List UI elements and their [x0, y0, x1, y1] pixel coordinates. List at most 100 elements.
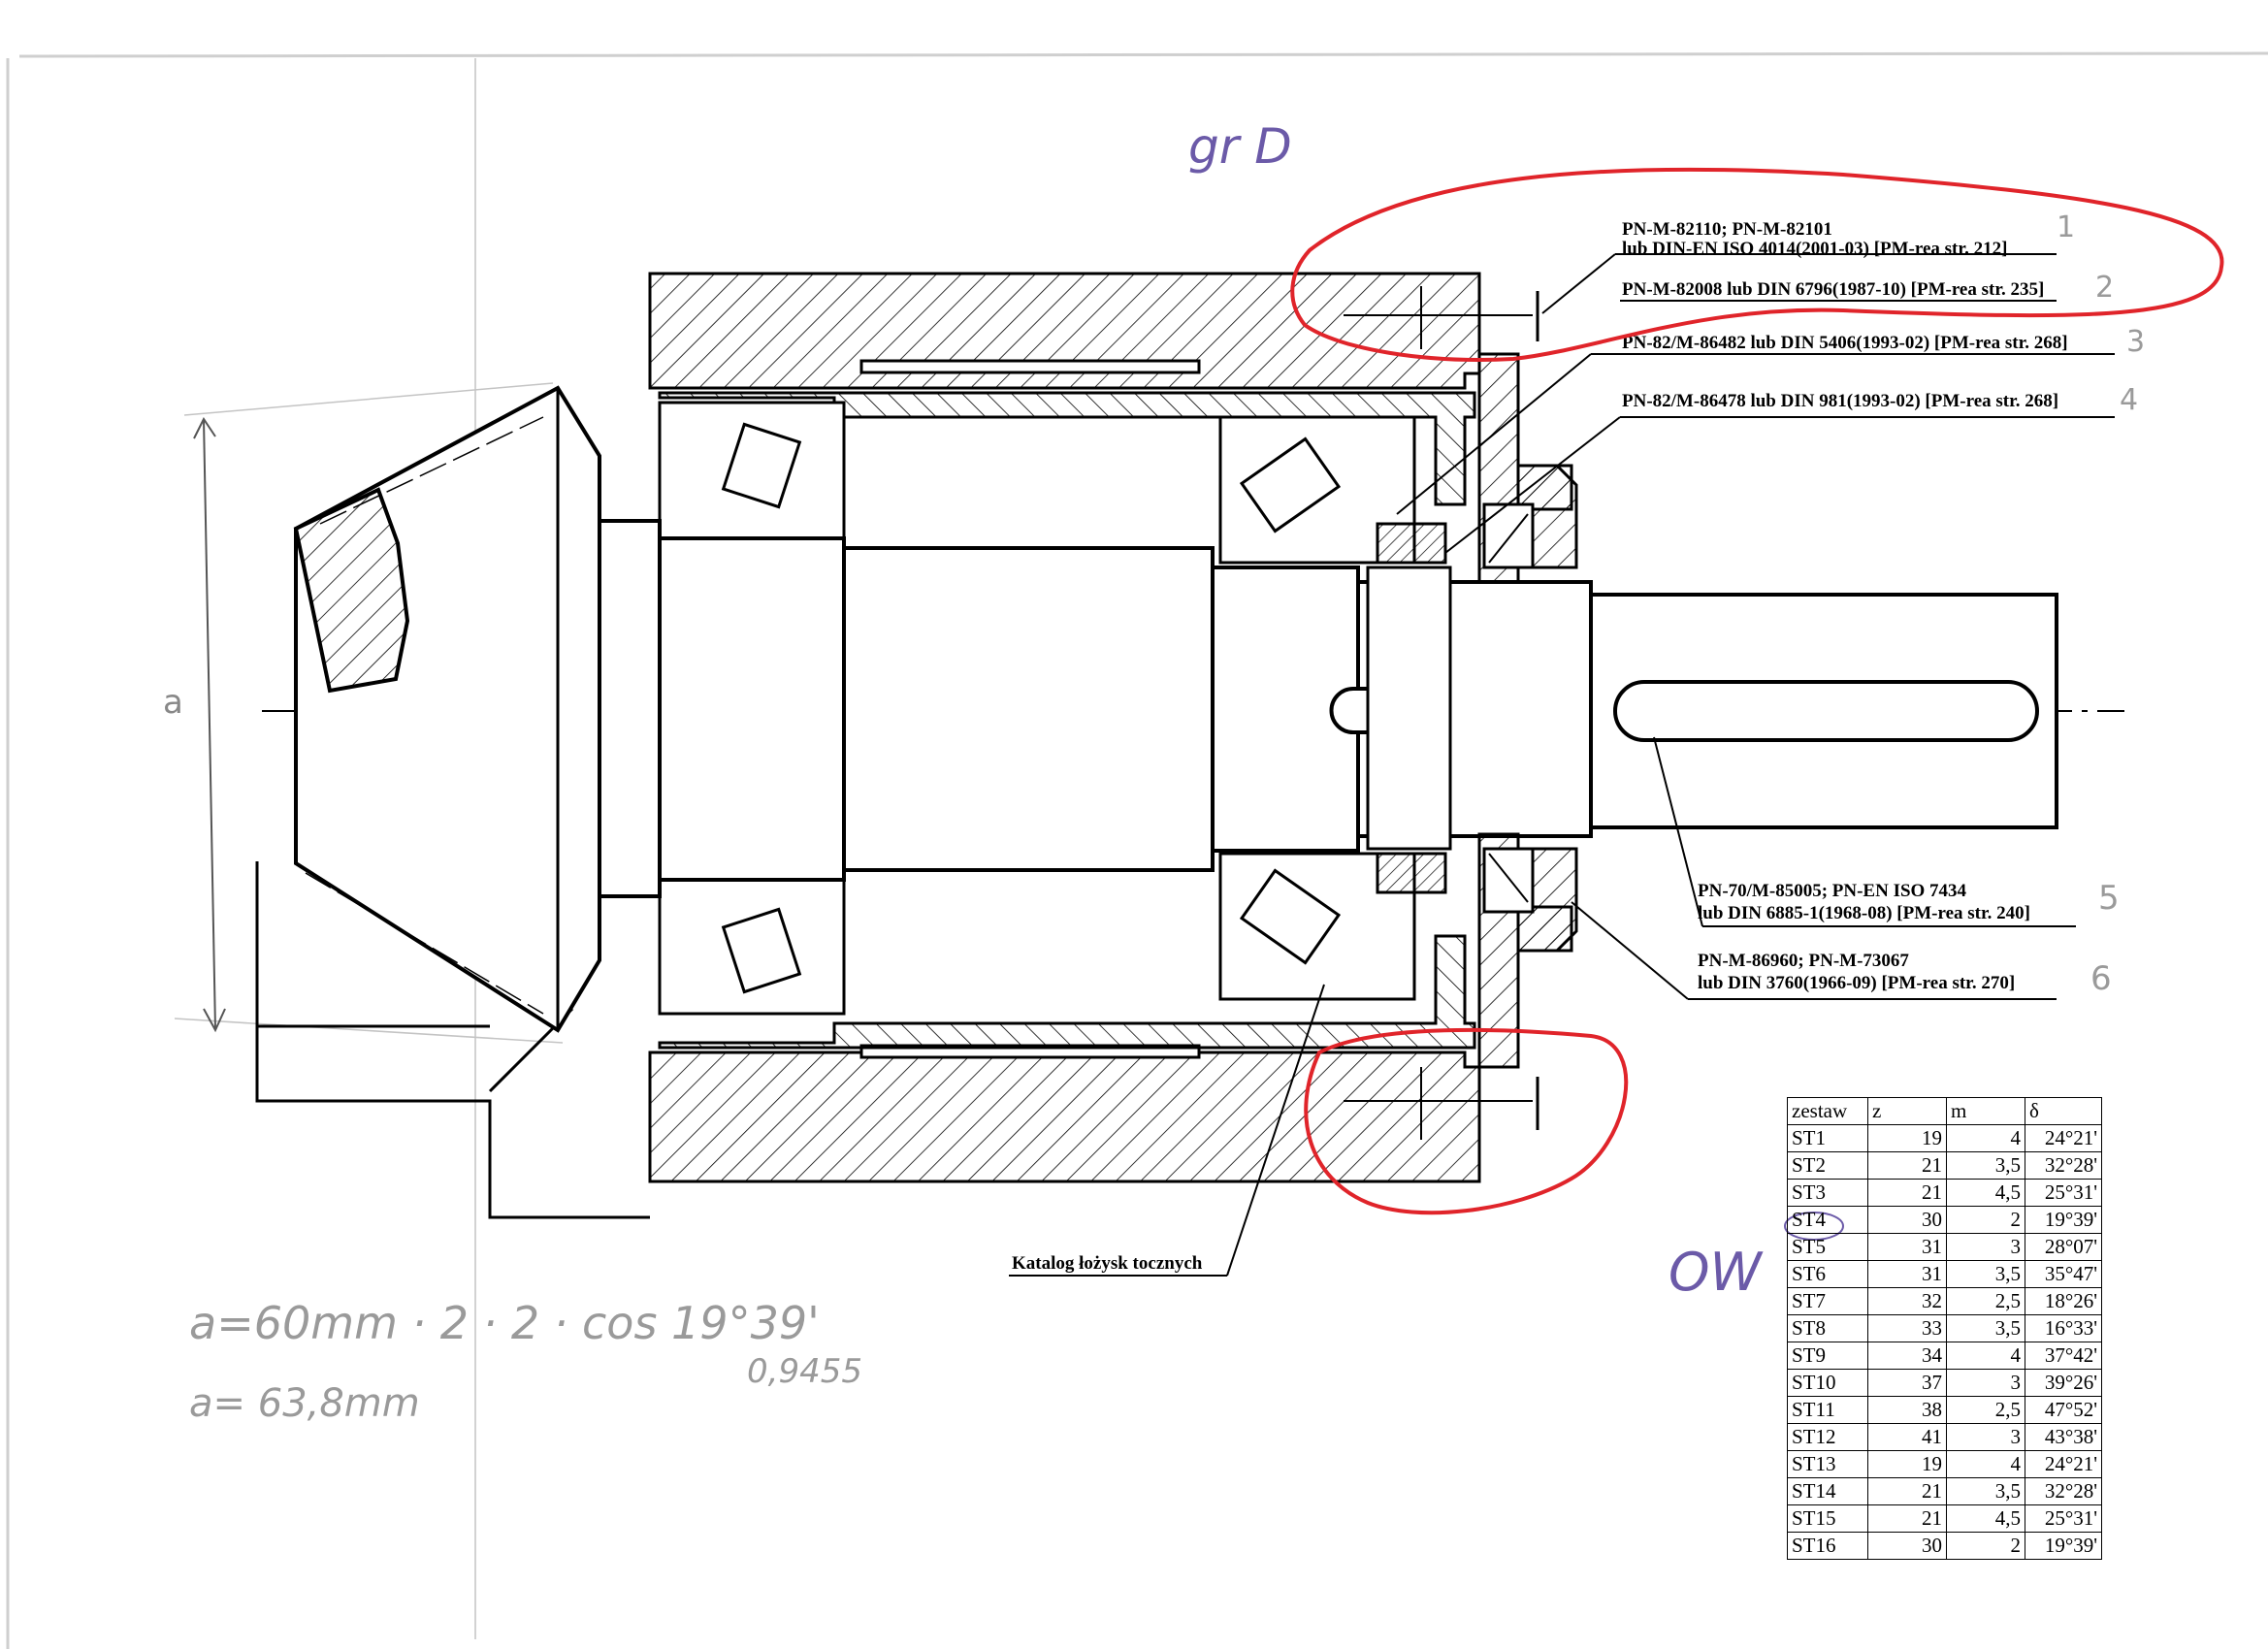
cell-z: 19 [1867, 1124, 1947, 1152]
header-zestaw: zestaw [1787, 1097, 1868, 1125]
callout-2: PN-M-82008 lub DIN 6796(1987-10) [PM-rea… [1622, 279, 2044, 300]
cell-zestaw: ST15 [1787, 1504, 1868, 1533]
cell-zestaw: ST7 [1787, 1287, 1868, 1315]
callout-1: PN-M-82110; PN-M-82101 lub DIN-EN ISO 40… [1622, 219, 2007, 259]
cell-delta: 35°47' [2025, 1260, 2102, 1288]
cell-m: 3 [1946, 1233, 2025, 1261]
cell-zestaw: ST10 [1787, 1369, 1868, 1397]
table-header-row: zestaw z m δ [1787, 1097, 2102, 1125]
cell-zestaw: ST8 [1787, 1314, 1868, 1342]
cell-zestaw: ST2 [1787, 1151, 1868, 1180]
cell-delta: 32°28' [2025, 1151, 2102, 1180]
bearing-left [658, 401, 846, 1016]
callout-5-line-2: lub DIN 6885-1(1968-08) [PM-rea str. 240… [1698, 903, 2030, 923]
cell-z: 21 [1867, 1477, 1947, 1505]
cell-zestaw: ST1 [1787, 1124, 1868, 1152]
cell-m: 3 [1946, 1423, 2025, 1451]
cell-m: 4,5 [1946, 1179, 2025, 1207]
scan-edges [6, 51, 2268, 1649]
calc-line-1: a=60mm · 2 · 2 · cos 19°39' [189, 1297, 820, 1349]
cell-delta: 39°26' [2025, 1369, 2102, 1397]
callout-3: PN-82/M-86482 lub DIN 5406(1993-02) [PM-… [1622, 333, 2068, 353]
header-delta: δ [2025, 1097, 2102, 1125]
cell-zestaw: ST6 [1787, 1260, 1868, 1288]
cell-zestaw: ST11 [1787, 1396, 1868, 1424]
cell-delta: 28°07' [2025, 1233, 2102, 1261]
callout-1-line-2: lub DIN-EN ISO 4014(2001-03) [PM-rea str… [1622, 239, 2007, 259]
calc-line-2: a= 63,8mm [189, 1381, 420, 1426]
cell-z: 38 [1867, 1396, 1947, 1424]
cell-delta: 16°33' [2025, 1314, 2102, 1342]
lock-nut [1366, 522, 1452, 894]
cell-z: 21 [1867, 1179, 1947, 1207]
cell-delta: 32°28' [2025, 1477, 2102, 1505]
cell-delta: 25°31' [2025, 1179, 2102, 1207]
cell-zestaw: ST3 [1787, 1179, 1868, 1207]
cell-delta: 25°31' [2025, 1504, 2102, 1533]
dimension-a [193, 417, 226, 1033]
hand-number-4: 4 [2120, 383, 2138, 417]
end-cover [1477, 352, 1578, 1069]
cell-z: 30 [1867, 1206, 1947, 1234]
cos-value: 0,9455 [747, 1352, 862, 1391]
hand-number-6: 6 [2090, 959, 2112, 998]
cell-m: 4 [1946, 1124, 2025, 1152]
cell-delta: 19°39' [2025, 1206, 2102, 1234]
cell-m: 2,5 [1946, 1396, 2025, 1424]
callout-1-line-1: PN-M-82110; PN-M-82101 [1622, 219, 1832, 240]
header-z: z [1867, 1097, 1947, 1125]
cell-zestaw: ST5 [1787, 1233, 1868, 1261]
cell-zestaw: ST4 [1787, 1206, 1868, 1234]
leader-lines [1009, 253, 2115, 1277]
cell-m: 4 [1946, 1342, 2025, 1370]
hand-number-1: 1 [2057, 210, 2075, 244]
bearing-catalog-label: Katalog łożysk tocznych [1012, 1253, 1203, 1274]
group-label: gr D [1188, 118, 1292, 175]
callout-6: PN-M-86960; PN-M-73067 lub DIN 3760(1966… [1698, 951, 2015, 993]
cell-delta: 19°39' [2025, 1532, 2102, 1560]
cell-zestaw: ST12 [1787, 1423, 1868, 1451]
dimension-a-label: a [163, 683, 183, 722]
cell-m: 3 [1946, 1369, 2025, 1397]
cell-delta: 24°21' [2025, 1124, 2102, 1152]
cell-z: 32 [1867, 1287, 1947, 1315]
signature: OW [1669, 1242, 1765, 1303]
cell-z: 31 [1867, 1233, 1947, 1261]
cell-m: 4,5 [1946, 1504, 2025, 1533]
cell-delta: 24°21' [2025, 1450, 2102, 1478]
cell-m: 2 [1946, 1206, 2025, 1234]
cell-m: 4 [1946, 1450, 2025, 1478]
cell-z: 37 [1867, 1369, 1947, 1397]
cell-zestaw: ST9 [1787, 1342, 1868, 1370]
cell-zestaw: ST16 [1787, 1532, 1868, 1560]
cell-z: 21 [1867, 1504, 1947, 1533]
hand-number-2: 2 [2095, 271, 2114, 305]
cell-m: 3,5 [1946, 1314, 2025, 1342]
cell-delta: 37°42' [2025, 1342, 2102, 1370]
cell-z: 31 [1867, 1260, 1947, 1288]
cell-z: 30 [1867, 1532, 1947, 1560]
cell-z: 19 [1867, 1450, 1947, 1478]
bevel-gear [293, 385, 601, 1033]
callout-6-line-1: PN-M-86960; PN-M-73067 [1698, 951, 1909, 971]
cell-m: 3,5 [1946, 1151, 2025, 1180]
callout-6-line-2: lub DIN 3760(1966-09) [PM-rea str. 270] [1698, 973, 2015, 993]
cell-m: 3,5 [1946, 1260, 2025, 1288]
cell-zestaw: ST13 [1787, 1450, 1868, 1478]
cell-delta: 18°26' [2025, 1287, 2102, 1315]
header-m: m [1946, 1097, 2025, 1125]
callout-5: PN-70/M-85005; PN-EN ISO 7434 lub DIN 68… [1698, 881, 2030, 923]
